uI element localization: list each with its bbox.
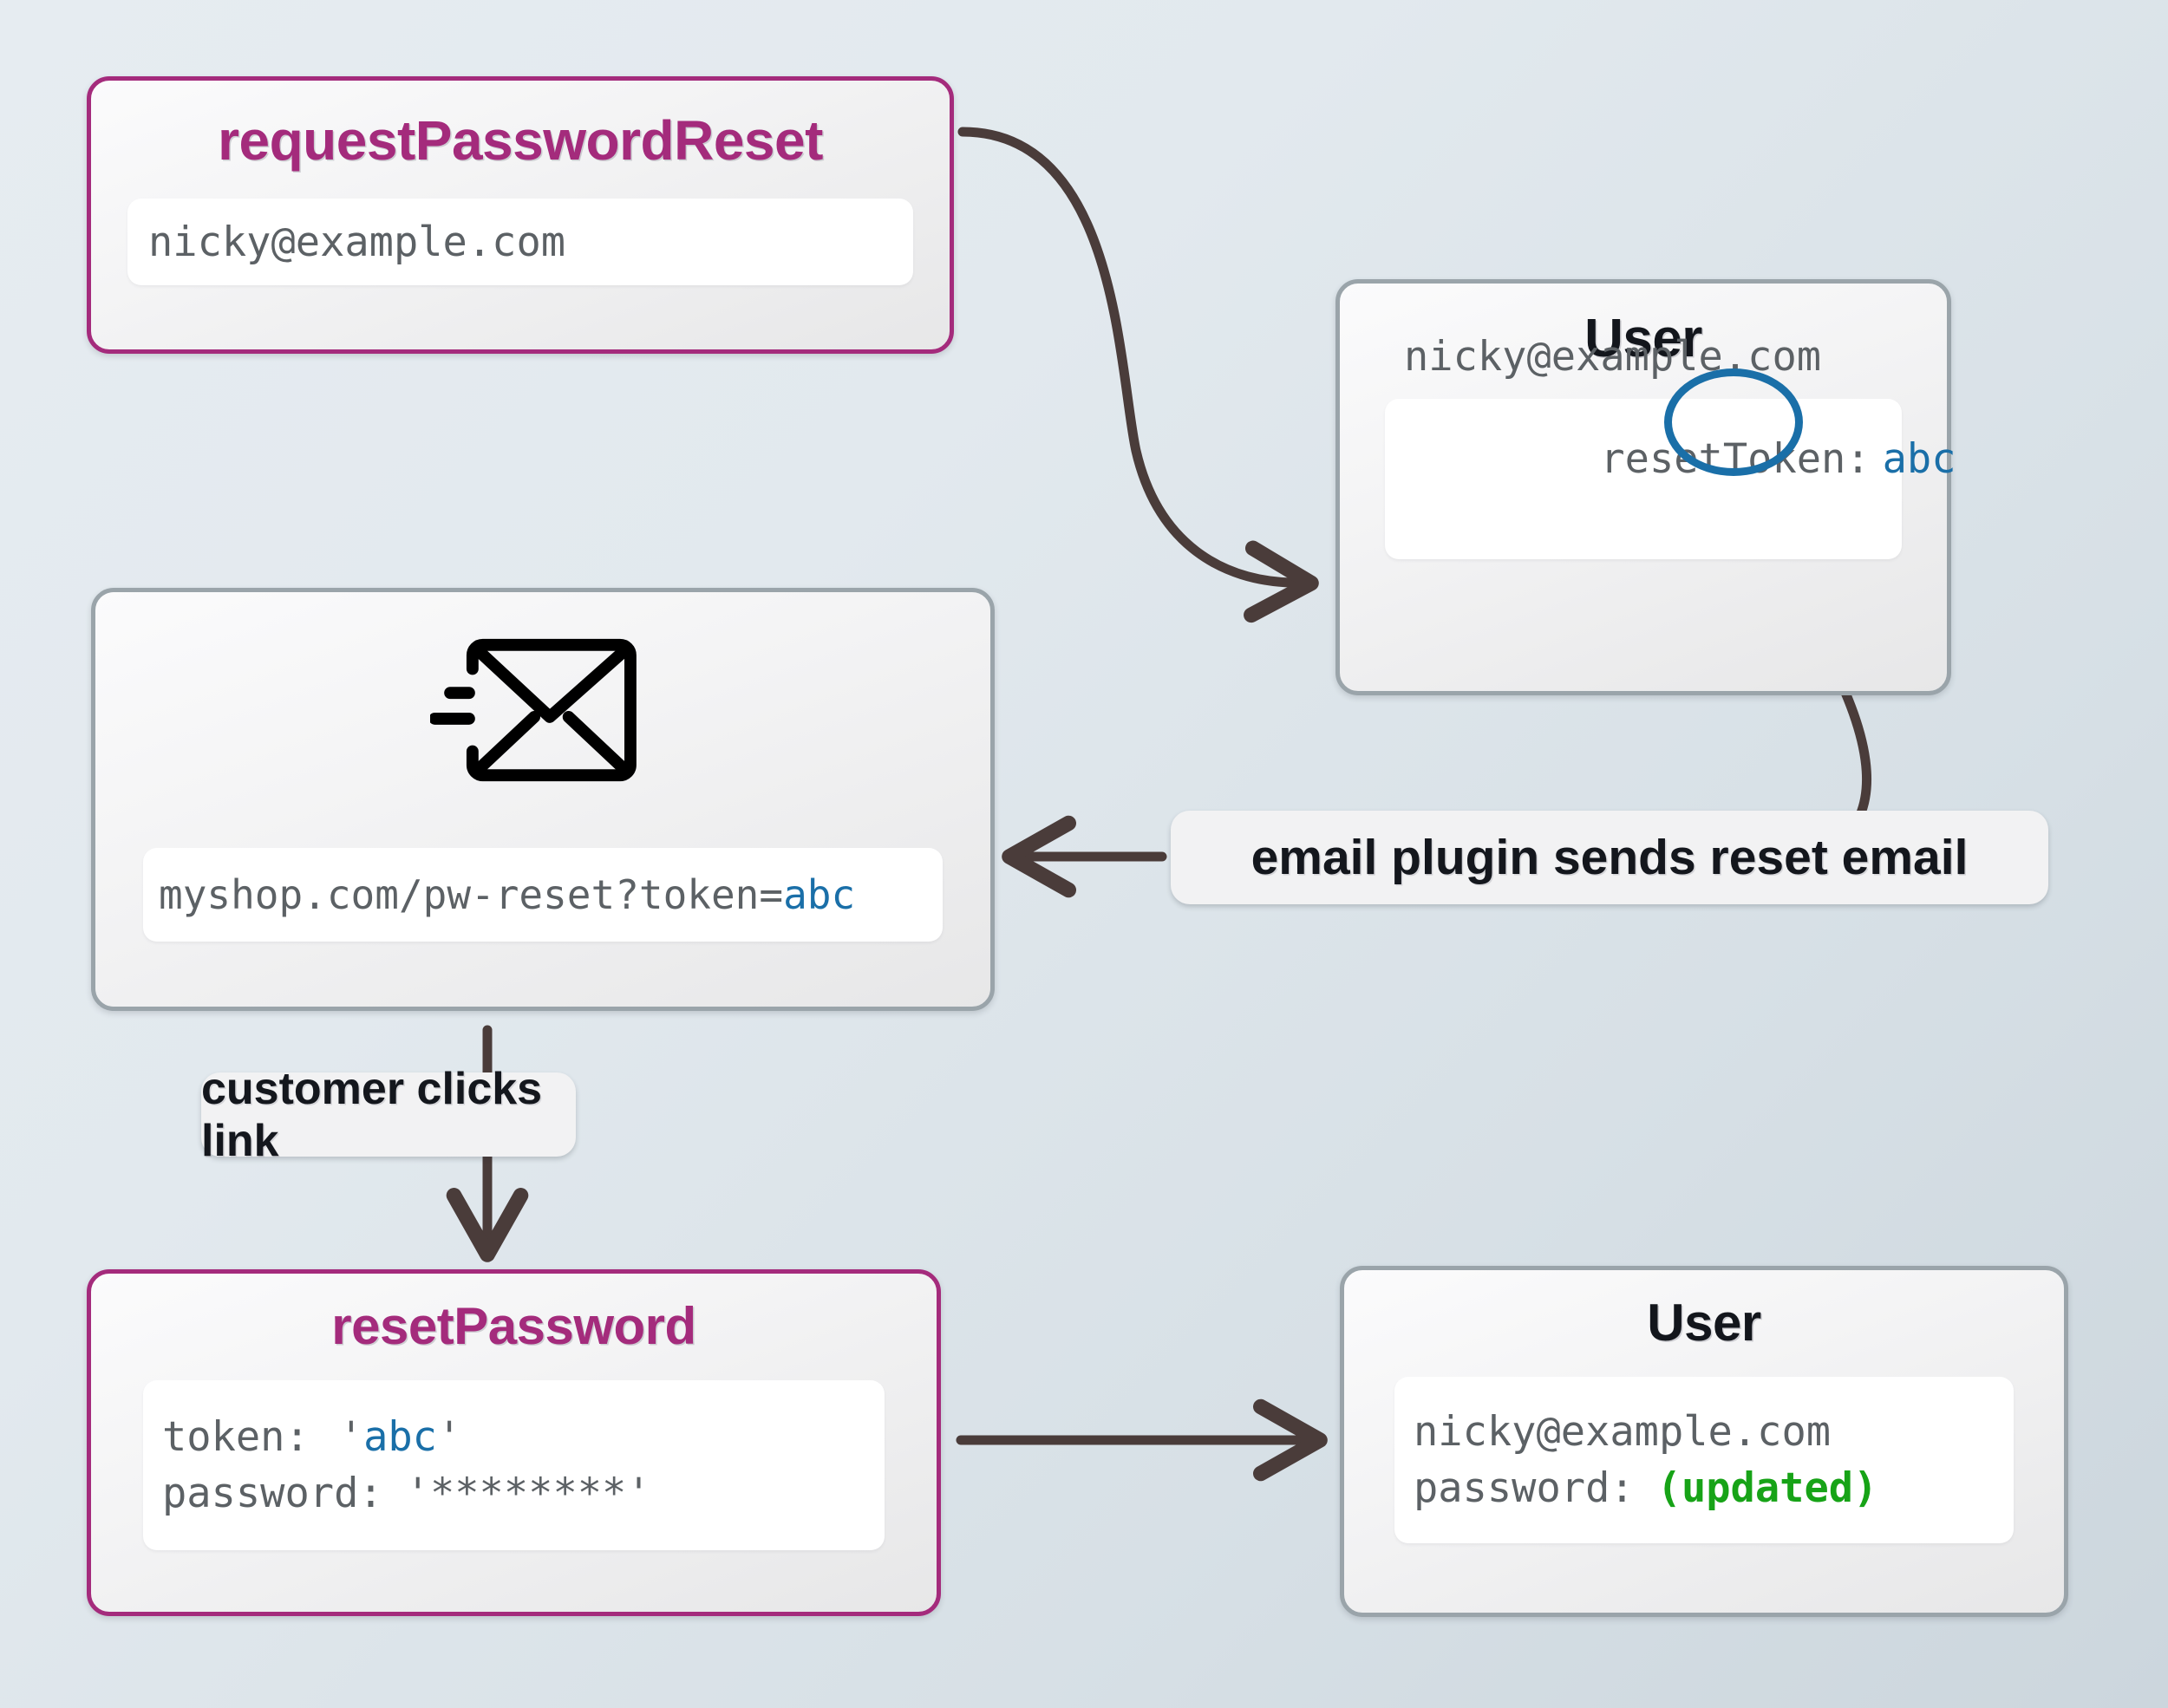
node-title-reset-password: resetPassword — [331, 1297, 696, 1355]
email-reset-link-token: abc — [783, 871, 856, 918]
email-reset-link: myshop.com/pw-reset?token=abc — [159, 871, 927, 918]
user-top-token-line: resetToken:abc — [1404, 368, 1956, 626]
reset-password-token-quote-close: ' — [436, 1413, 462, 1461]
user-bottom-fields: nicky@example.com password: (updated) — [1394, 1377, 2014, 1543]
reset-password-password-line: password: '********' — [162, 1470, 865, 1517]
edge-request-to-user — [957, 127, 1319, 623]
node-request-password-reset[interactable]: requestPasswordReset nicky@example.com — [87, 76, 954, 354]
node-user-top[interactable]: User nicky@example.com resetToken:abc — [1335, 279, 1956, 695]
reset-password-password-value: '********' — [405, 1470, 651, 1517]
email-reset-link-prefix: myshop.com/pw-reset?token= — [159, 871, 784, 918]
edge-label-email-plugin-sends-reset-email: email plugin sends reset email — [1171, 811, 2048, 904]
reset-password-password-label: password: — [162, 1470, 383, 1517]
envelope-send-icon-wrap — [95, 608, 990, 812]
envelope-send-icon — [430, 638, 637, 781]
user-bottom-email: nicky@example.com — [1414, 1408, 1832, 1456]
reset-password-fields: token: 'abc' password: '********' — [143, 1380, 885, 1550]
reset-password-token-value: abc — [363, 1413, 437, 1461]
user-bottom-password-value: (updated) — [1656, 1464, 1878, 1512]
user-top-token-value: abc — [1882, 434, 1956, 483]
request-email-value: nicky@example.com — [148, 218, 566, 266]
edge-label-customer-clicks-link: customer clicks link — [201, 1064, 576, 1166]
node-title-user-top: User — [1584, 309, 1702, 368]
node-title-user-bottom: User — [1647, 1294, 1761, 1352]
user-bottom-password-line: password: (updated) — [1414, 1464, 1995, 1512]
node-title-request-password-reset: requestPasswordReset — [218, 109, 823, 172]
user-top-email: nicky@example.com — [1404, 332, 1822, 381]
user-top-fields: nicky@example.com resetToken:abc — [1385, 333, 1956, 559]
email-reset-link-field[interactable]: myshop.com/pw-reset?token=abc — [143, 848, 943, 942]
request-password-reset-email-field: nicky@example.com — [127, 199, 913, 285]
node-reset-password[interactable]: resetPassword token: 'abc' password: '****… — [87, 1269, 941, 1616]
node-user-bottom[interactable]: User nicky@example.com password: (updated… — [1340, 1266, 2068, 1617]
reset-password-token-quote-open: ' — [338, 1413, 364, 1461]
reset-password-token-line: token: 'abc' — [162, 1413, 865, 1461]
token-highlight-circle-icon — [1664, 368, 1803, 476]
reset-password-token-label: token: — [162, 1413, 310, 1461]
node-email-message[interactable]: myshop.com/pw-reset?token=abc — [91, 588, 995, 1011]
user-bottom-password-label: password: — [1414, 1464, 1635, 1512]
